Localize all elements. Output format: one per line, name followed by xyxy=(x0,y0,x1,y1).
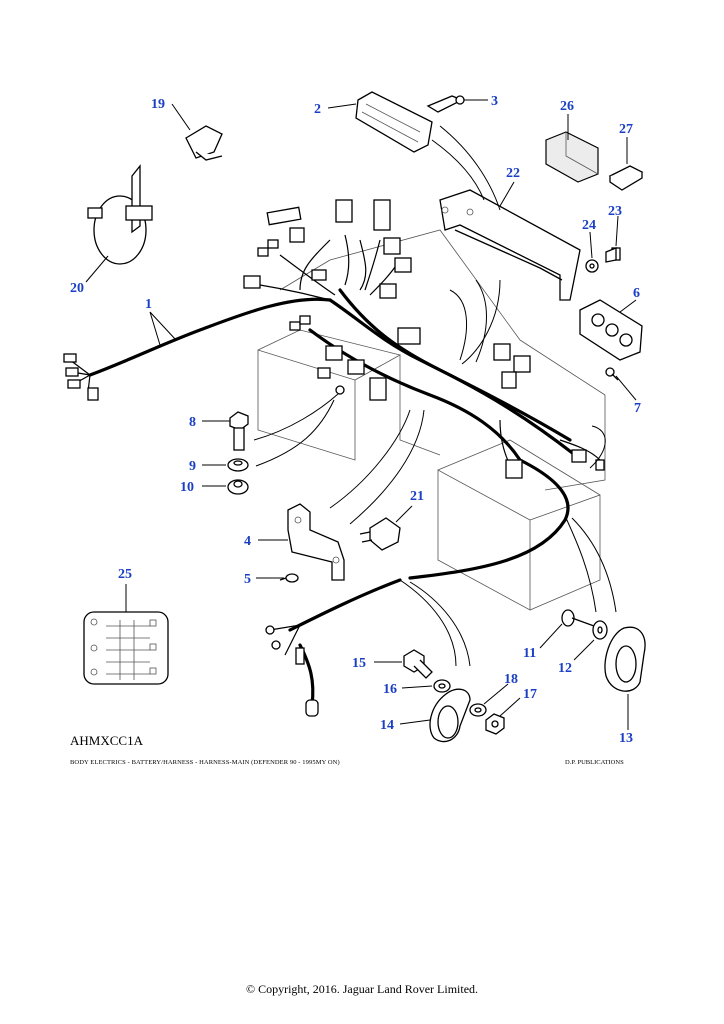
part-4-bracket xyxy=(287,503,345,581)
callout-16: 16 xyxy=(383,682,397,697)
part-13-clip xyxy=(604,626,646,692)
part-14-clip xyxy=(429,688,471,743)
copyright-notice: © Copyright, 2016. Jaguar Land Rover Lim… xyxy=(245,982,479,996)
part-23-screw xyxy=(605,247,621,263)
callout-7: 7 xyxy=(634,401,641,416)
callout-10: 10 xyxy=(180,480,194,495)
callout-12: 12 xyxy=(558,661,572,676)
callout-1: 1 xyxy=(145,297,152,312)
callout-18: 18 xyxy=(504,672,518,687)
callout-15: 15 xyxy=(352,656,366,671)
callout-21: 21 xyxy=(410,489,424,504)
part-22-bracket xyxy=(439,189,581,301)
callout-23: 23 xyxy=(608,204,622,219)
part-19-clip xyxy=(185,125,223,161)
part-5-screw xyxy=(279,573,299,583)
part-9-washer xyxy=(227,458,249,472)
part-21-connector xyxy=(359,517,401,551)
callout-9: 9 xyxy=(189,459,196,474)
callout-11: 11 xyxy=(523,646,536,661)
part-15-bolt xyxy=(403,649,433,679)
part-20-cable-tie xyxy=(87,164,153,265)
part-26-relay xyxy=(545,131,599,183)
callout-6: 6 xyxy=(633,286,640,301)
drawing-code: AHMXCC1A xyxy=(70,733,143,748)
part-27-fuse xyxy=(608,165,644,191)
part-2-cover xyxy=(355,91,433,153)
callout-17: 17 xyxy=(523,687,537,702)
part-7-screw xyxy=(605,367,619,381)
part-11-screw xyxy=(561,609,595,627)
callout-27: 27 xyxy=(619,122,633,137)
callout-22: 22 xyxy=(506,166,520,181)
footer-caption: BODY ELECTRICS - BATTERY/HARNESS - HARNE… xyxy=(70,759,340,766)
part-17-nut xyxy=(485,713,505,735)
part-16-washer xyxy=(433,679,451,693)
part-8-bolt xyxy=(229,411,249,451)
part-12-washer xyxy=(592,620,608,640)
callout-5: 5 xyxy=(244,572,251,587)
footer-publisher: D.P. PUBLICATIONS xyxy=(565,759,624,766)
callout-26: 26 xyxy=(560,99,574,114)
callout-20: 20 xyxy=(70,281,84,296)
callout-13: 13 xyxy=(619,731,633,746)
leader-lines xyxy=(85,99,637,730)
callout-labels: 1 2 3 4 5 6 7 8 9 10 11 12 13 14 15 16 1… xyxy=(70,94,641,746)
part-6-plate xyxy=(579,299,643,361)
callout-2: 2 xyxy=(314,102,321,117)
part-25-fuse-label xyxy=(83,611,169,685)
callout-19: 19 xyxy=(151,97,165,112)
part-18-washer xyxy=(469,703,487,717)
part-24-washer xyxy=(585,259,599,273)
part-3-clip xyxy=(426,95,465,113)
harness-connectors xyxy=(63,199,605,717)
callout-8: 8 xyxy=(189,415,196,430)
main-harness xyxy=(69,234,601,707)
callout-4: 4 xyxy=(244,534,251,549)
callout-14: 14 xyxy=(380,718,394,733)
part-10-nut xyxy=(227,479,249,495)
callout-3: 3 xyxy=(491,94,498,109)
callout-24: 24 xyxy=(582,218,596,233)
callout-25: 25 xyxy=(118,567,132,582)
